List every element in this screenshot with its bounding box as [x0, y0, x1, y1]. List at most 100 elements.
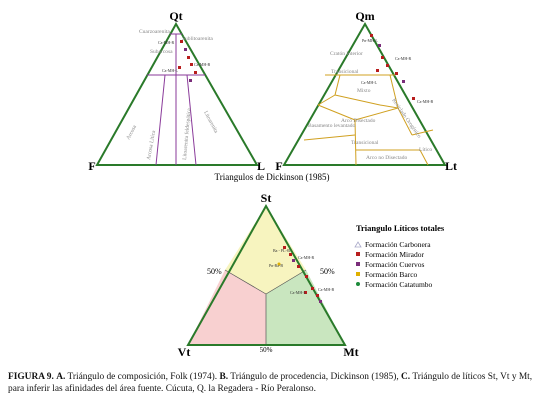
lithics-sample-labels: Ba - PL-81 Pn-Ba-B Ca-MH-R Ca-MH-B Ca-MH… — [269, 248, 335, 295]
sample-label: Ca-MH-L — [361, 80, 378, 85]
folk-field-labels: Cuarzoarenita Subarcosa Sublitoarenita A… — [125, 29, 219, 160]
dickinson-field-label: Mixto — [357, 88, 371, 94]
dickinson-field-label: Lítico — [419, 147, 432, 153]
lithics-field-upper-right — [266, 206, 306, 294]
legend-marker-catatumbo — [356, 282, 360, 286]
sample-point — [180, 40, 183, 43]
dickinson-field-label: Arco no Disectado — [366, 155, 407, 161]
folk-outline — [95, 21, 259, 166]
legend: Triangulo Líticos totales Formación Carb… — [354, 223, 445, 289]
sample-point — [194, 71, 197, 74]
folk-triangle: Qt F L Cuarzoarenita Subarcosa Sublitoar… — [88, 9, 265, 173]
sample-point — [370, 34, 373, 37]
folk-field-lines — [147, 33, 205, 166]
legend-marker-carbonera — [354, 241, 362, 248]
lithics-apex-top: St — [261, 191, 272, 205]
sample-label: Ca-MH-B — [417, 99, 434, 104]
sample-point — [184, 48, 187, 51]
folk-field-label: Subarcosa — [150, 49, 173, 55]
sample-label: Ca-MH-B — [318, 287, 335, 292]
legend-items: Formación Carbonera Formación Mirador Fo… — [354, 240, 433, 289]
lithics-apex-right: Mt — [343, 345, 358, 359]
sample-point — [305, 275, 308, 278]
caption-a-label: A. — [56, 372, 66, 382]
legend-marker-mirador — [356, 252, 360, 256]
sample-label: Ca-MH-R — [158, 40, 175, 45]
lithics-triangle: St Vt Mt 50% 50% 50% Ba - PL-81 Pn-Ba-B … — [178, 191, 359, 359]
lithics-apex-left: Vt — [178, 345, 191, 359]
sample-point — [292, 259, 295, 262]
folk-field-label: Sublitoarenita — [182, 36, 213, 42]
sample-label: Ca-MH-R — [395, 56, 412, 61]
sample-label: Ca-MH-L — [162, 68, 179, 73]
sample-point — [376, 69, 379, 72]
sample-point — [311, 287, 314, 290]
sample-label: Ca-MH-L — [290, 290, 307, 295]
legend-title: Triangulo Líticos totales — [356, 223, 445, 233]
dickinson-field-label: Transicional — [351, 140, 379, 146]
dickinson-field-label: Transicional — [331, 69, 359, 75]
dickinson-field-label: Arco Disectado — [341, 118, 376, 124]
caption-figure-number: FIGURA 9. — [8, 372, 54, 382]
lithics-field-mt — [266, 270, 345, 345]
legend-label: Formación Catatumbo — [365, 280, 433, 289]
sample-point — [412, 97, 415, 100]
dickinson-sample-points — [370, 34, 415, 100]
sample-point — [189, 79, 192, 82]
sample-point — [381, 56, 384, 59]
legend-marker-barco — [356, 272, 360, 276]
legend-label: Formación Mirador — [365, 250, 424, 259]
lithics-edge-left-label: 50% — [207, 267, 222, 276]
folk-apex-top: Qt — [169, 9, 182, 23]
folk-apex-right: L — [257, 159, 265, 173]
sample-label: Ba - PL-81 — [273, 248, 291, 253]
sample-label: Pn-MH-L — [362, 38, 378, 43]
dickinson-apex-right: Lt — [445, 159, 457, 173]
sample-point — [277, 262, 281, 266]
sample-point — [297, 265, 300, 268]
caption-b-label: B. — [219, 372, 229, 382]
dickinson-apex-left: F — [275, 159, 282, 173]
dickinson-sample-labels: Pn-MH-L Ca-MH-L Ca-MH-R Ca-MH-B — [361, 38, 434, 104]
sample-point — [178, 66, 181, 69]
lithics-field-upper-left — [225, 206, 266, 294]
folk-sample-labels: Ca-MH-R Ca-MH-B Ca-MH-L — [158, 40, 211, 73]
lithics-sample-points — [277, 246, 322, 303]
folk-sample-points — [178, 40, 197, 82]
sample-point — [190, 63, 193, 66]
dickinson-field-labels: Transicional Mixto Cratón Interior Arco … — [308, 51, 432, 161]
sample-point — [316, 294, 319, 297]
sample-point — [283, 246, 286, 249]
figure-caption: FIGURA 9. A. Triángulo de composición, F… — [8, 371, 540, 395]
caption-c-text: Triángulo de líticos St, Vt y Mt, para i… — [8, 372, 533, 394]
legend-label: Formación Carbonera — [365, 240, 431, 249]
sample-point — [319, 300, 322, 303]
sample-label: Pn-Ba-B — [269, 263, 283, 268]
dickinson-field-label: Basamento levantado — [308, 123, 355, 129]
lithics-edge-bottom-label: 50% — [260, 346, 273, 354]
folk-apex-left: F — [88, 159, 95, 173]
caption-b-text: Triángulo de procedencia, Dickinson (198… — [230, 372, 399, 382]
dickinson-field-label: Cratón Interior — [330, 51, 363, 57]
sample-point — [402, 80, 405, 83]
lithics-field-vt — [188, 270, 266, 345]
sample-label: Ca-MH-R — [298, 255, 315, 260]
sample-point — [304, 291, 307, 294]
sample-label: Ca-MH-B — [194, 62, 211, 67]
sample-point — [289, 253, 292, 256]
caption-c-label: C. — [401, 372, 411, 382]
sample-point — [378, 44, 381, 47]
folk-field-label: Arcosa Lítica — [146, 129, 157, 160]
folk-field-label: Arcosa — [125, 124, 138, 141]
legend-label: Formación Barco — [365, 270, 418, 279]
folk-field-label: Litoarenita — [202, 110, 219, 135]
legend-label: Formación Cuervos — [365, 260, 424, 269]
lithics-edge-right-label: 50% — [320, 267, 335, 276]
lithics-inner-lines — [224, 269, 307, 345]
sample-point — [395, 72, 398, 75]
legend-marker-cuervos — [356, 262, 360, 266]
dickinson-outline — [282, 21, 447, 166]
dickinson-field-lines — [303, 74, 434, 166]
folk-field-label: Cuarzoarenita — [139, 29, 170, 35]
